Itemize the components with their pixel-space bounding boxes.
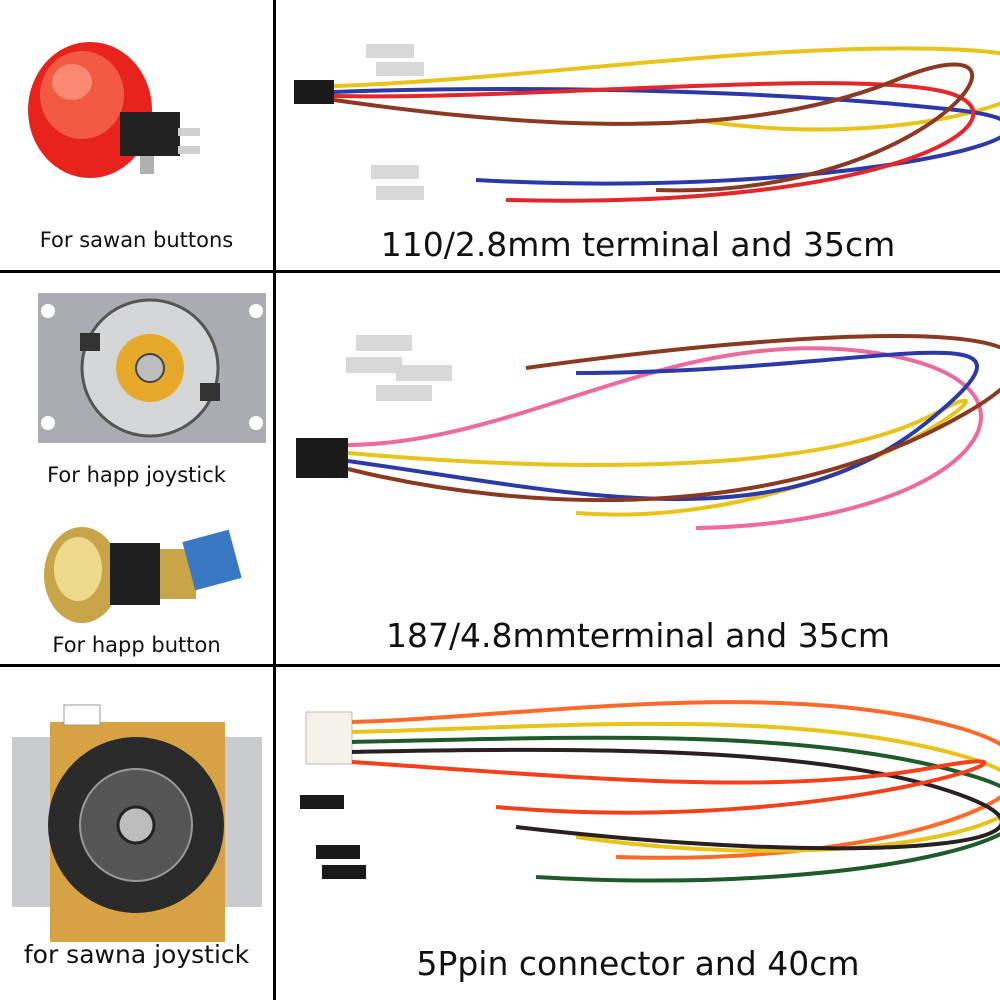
- dupont-connector: [296, 438, 348, 478]
- caption-happ-joystick: For happ joystick: [47, 463, 226, 487]
- caption-187-terminal: 187/4.8mmterminal and 35cm: [385, 616, 891, 655]
- caption-110-terminal: 110/2.8mm terminal and 35cm: [380, 225, 896, 264]
- caption-sawan-buttons: For sawan buttons: [39, 228, 234, 252]
- product-cell-sawna-joystick: for sawna joystick: [0, 667, 273, 1000]
- cable-harness-110-image: [294, 44, 1000, 203]
- vertical-divider: [273, 0, 276, 1000]
- product-cell-happ: For happ joystick For happ button: [0, 273, 273, 664]
- horizontal-divider-2: [0, 664, 1000, 667]
- caption-happ-button: For happ button: [52, 633, 221, 657]
- sawan-button-image: [28, 42, 200, 178]
- cable-harness-5pin-image: [300, 700, 1000, 883]
- cable-cell-5pin: 5Ppin connector and 40cm: [276, 667, 1000, 1000]
- happ-button-image: [44, 527, 242, 623]
- dupont-connector: [294, 80, 334, 104]
- sawna-joystick-image: [12, 704, 262, 942]
- happ-joystick-image: [38, 293, 266, 443]
- caption-sawna-joystick: for sawna joystick: [23, 940, 250, 969]
- caption-5pin-connector: 5Ppin connector and 40cm: [416, 944, 860, 983]
- product-cell-sawan-button: For sawan buttons: [0, 0, 273, 270]
- 5pin-connector: [305, 711, 353, 765]
- cable-harness-187-image: [296, 333, 1000, 530]
- cable-cell-187: 187/4.8mmterminal and 35cm: [276, 273, 1000, 664]
- horizontal-divider-1: [0, 270, 1000, 273]
- cable-cell-110: 110/2.8mm terminal and 35cm: [276, 0, 1000, 270]
